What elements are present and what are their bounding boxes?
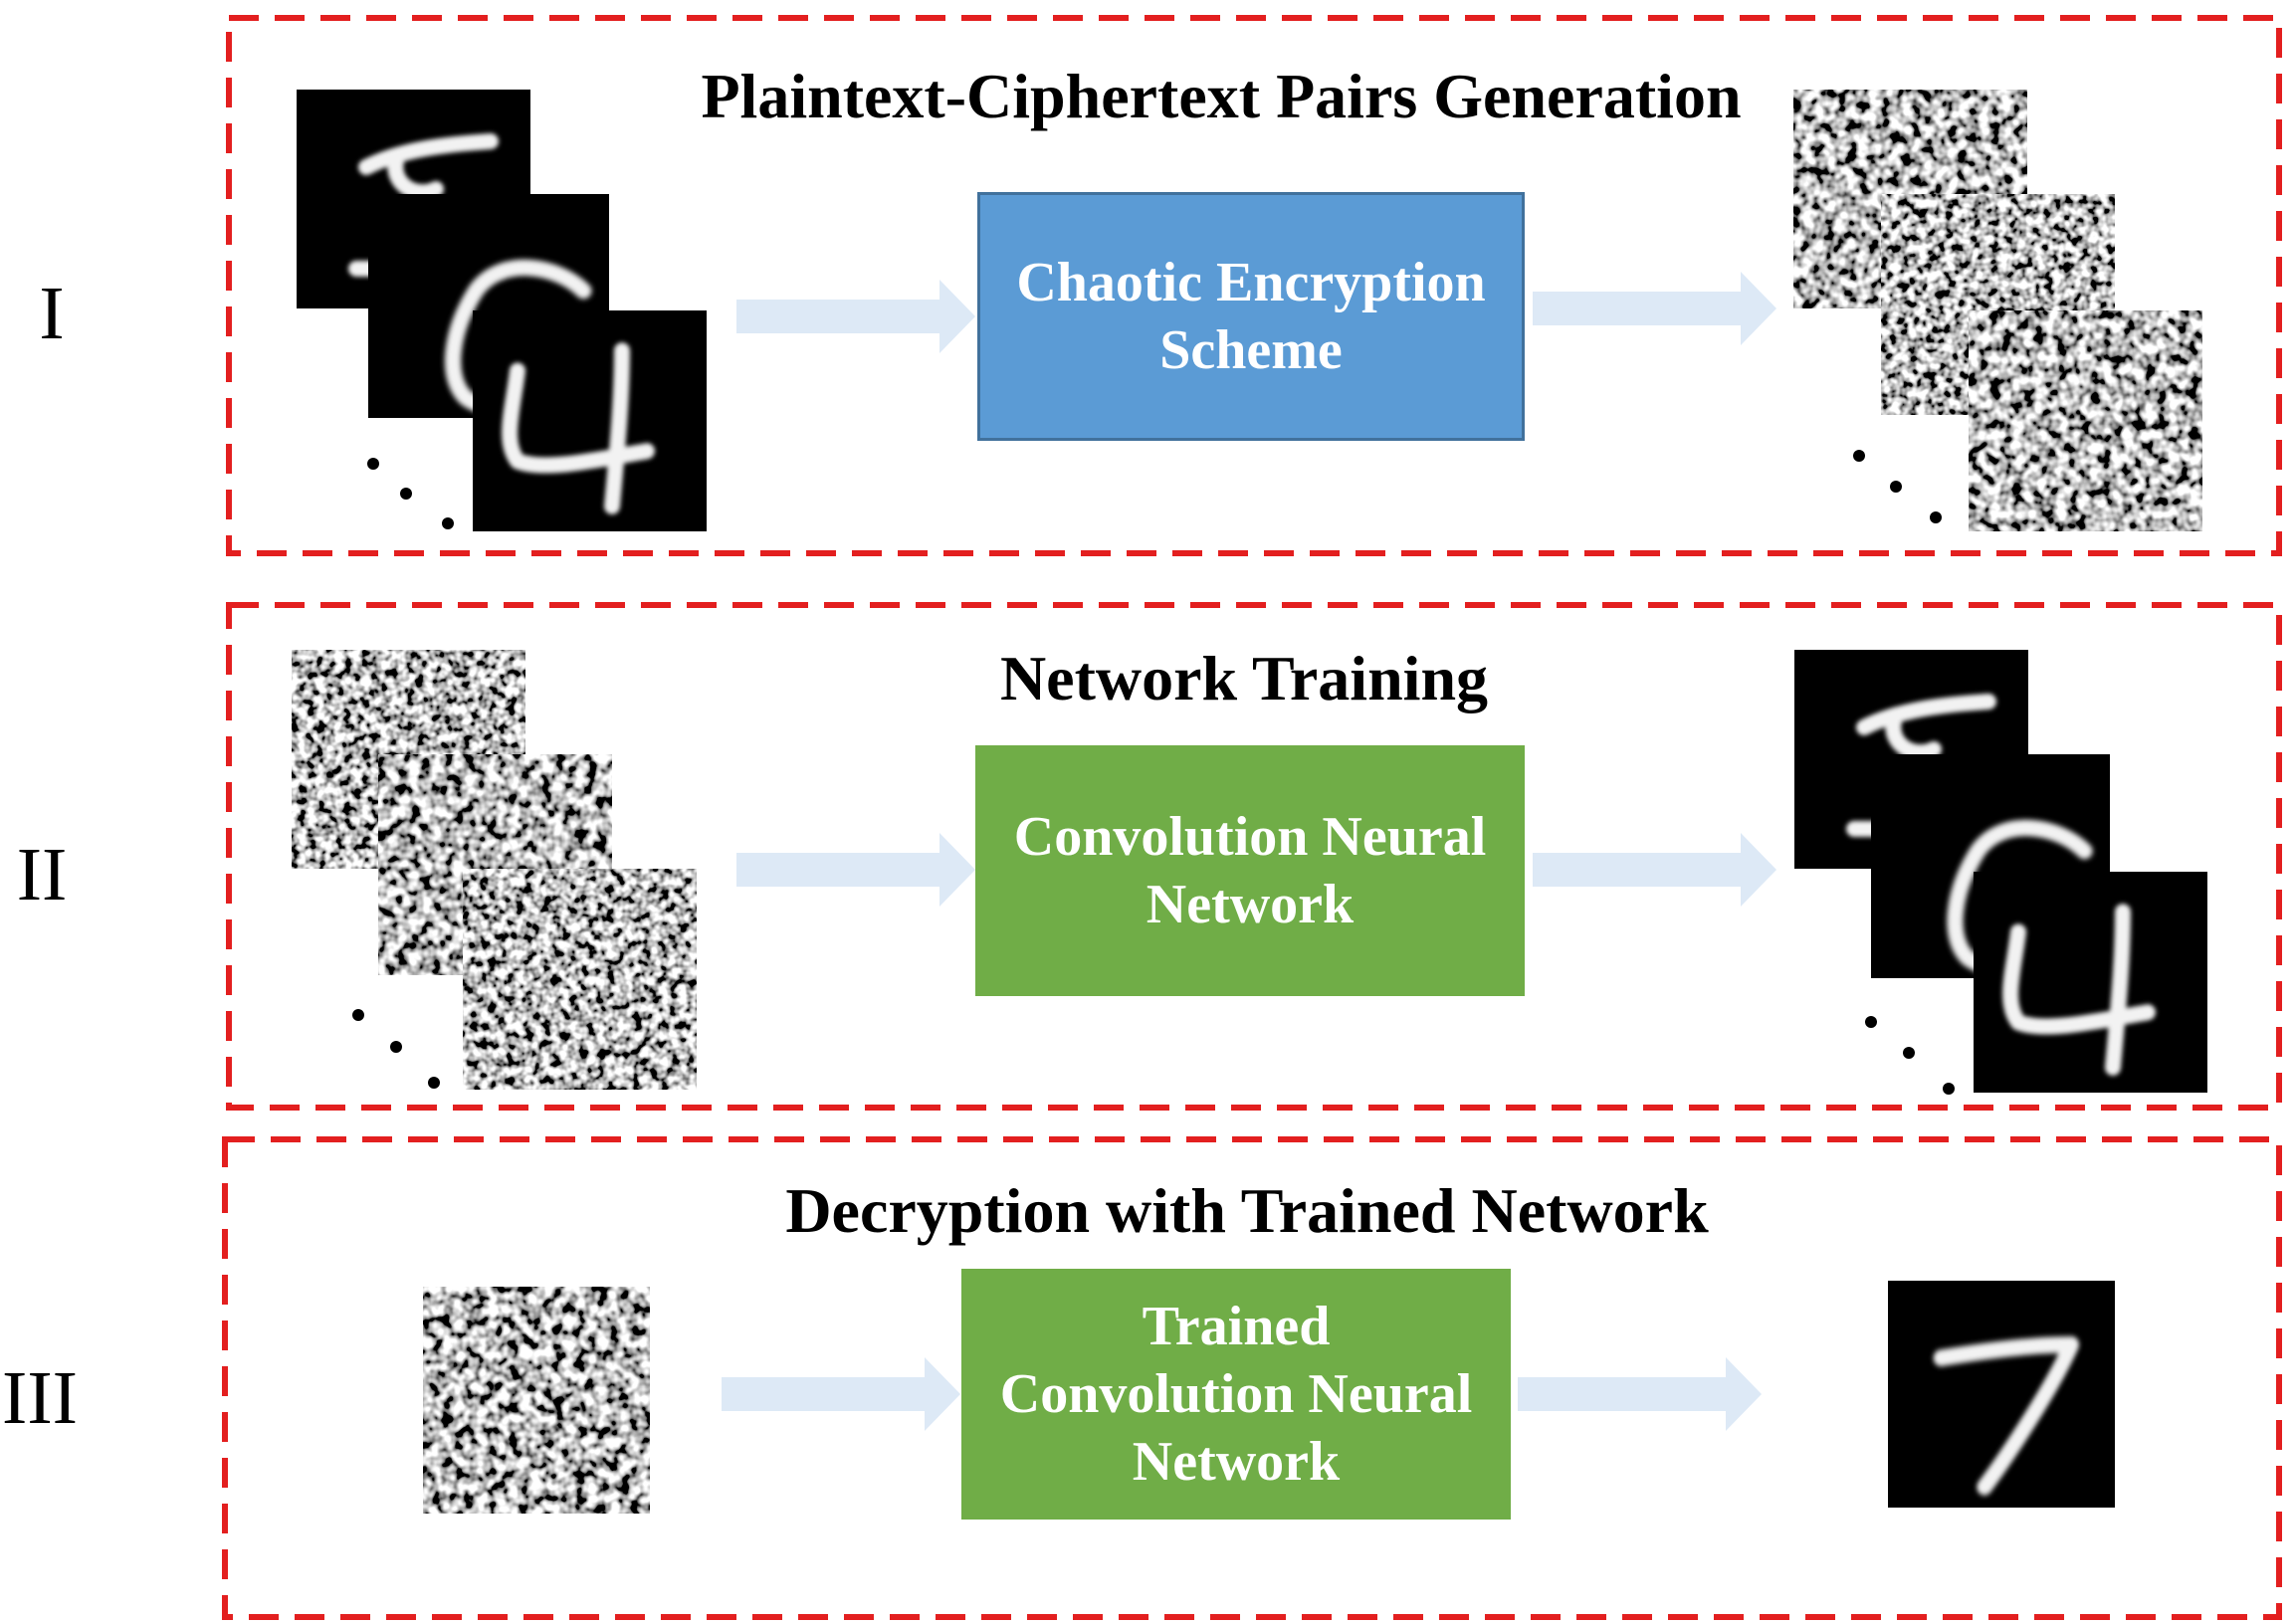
arrow-to-encryption <box>736 280 975 353</box>
train-cipher-image-3 <box>463 869 697 1090</box>
train-plain-image-3 <box>1974 872 2207 1093</box>
stage-frame-1 <box>226 15 2282 556</box>
ellipsis-2-dot-1 <box>1890 481 1902 493</box>
decrypted-image-stroke <box>1933 1335 2080 1496</box>
ellipsis-2-dot-2 <box>1930 511 1942 523</box>
test-cipher-image <box>423 1287 650 1514</box>
ellipsis-4-dot-1 <box>1903 1047 1915 1059</box>
ellipsis-3-dot-2 <box>428 1077 440 1089</box>
stage-title-1: Plaintext-Ciphertext Pairs Generation <box>701 61 1742 131</box>
ellipsis-3-dot-0 <box>352 1009 364 1021</box>
ellipsis-3-dot-1 <box>390 1041 402 1053</box>
ellipsis-1 <box>367 458 454 529</box>
stage-frame-2 <box>226 602 2282 1111</box>
arrow-from-encryption <box>1533 272 1776 345</box>
decrypted-image <box>1888 1281 2115 1508</box>
stage-title-2: Network Training <box>999 643 1489 713</box>
ellipsis-4-dot-0 <box>1865 1016 1877 1028</box>
ellipsis-4 <box>1865 1016 1955 1095</box>
ellipsis-1-dot-0 <box>367 458 379 470</box>
ellipsis-1-dot-2 <box>442 517 454 529</box>
arrow-from-cnn <box>1533 833 1776 907</box>
ciphertext-image-3 <box>1969 310 2202 531</box>
plaintext-image-3 <box>473 310 707 531</box>
ellipsis-2-dot-0 <box>1853 450 1865 462</box>
arrow-to-trained-cnn <box>722 1357 960 1431</box>
arrow-to-cnn <box>736 833 975 907</box>
ellipsis-2 <box>1853 450 1942 523</box>
train-plain-image-3-stroke <box>2002 904 2156 1076</box>
ellipsis-3 <box>352 1009 440 1089</box>
stage-frame-3 <box>222 1136 2282 1620</box>
ellipsis-1-dot-1 <box>400 488 412 500</box>
stage-numeral-2: II <box>16 833 68 916</box>
plaintext-image-3-stroke <box>502 342 655 514</box>
stage-numeral-3: III <box>2 1356 78 1440</box>
stage-title-3: Decryption with Trained Network <box>785 1175 1709 1246</box>
arrow-from-trained-cnn <box>1518 1357 1762 1431</box>
ellipsis-4-dot-2 <box>1943 1083 1955 1095</box>
stage-numeral-1: I <box>39 272 65 355</box>
